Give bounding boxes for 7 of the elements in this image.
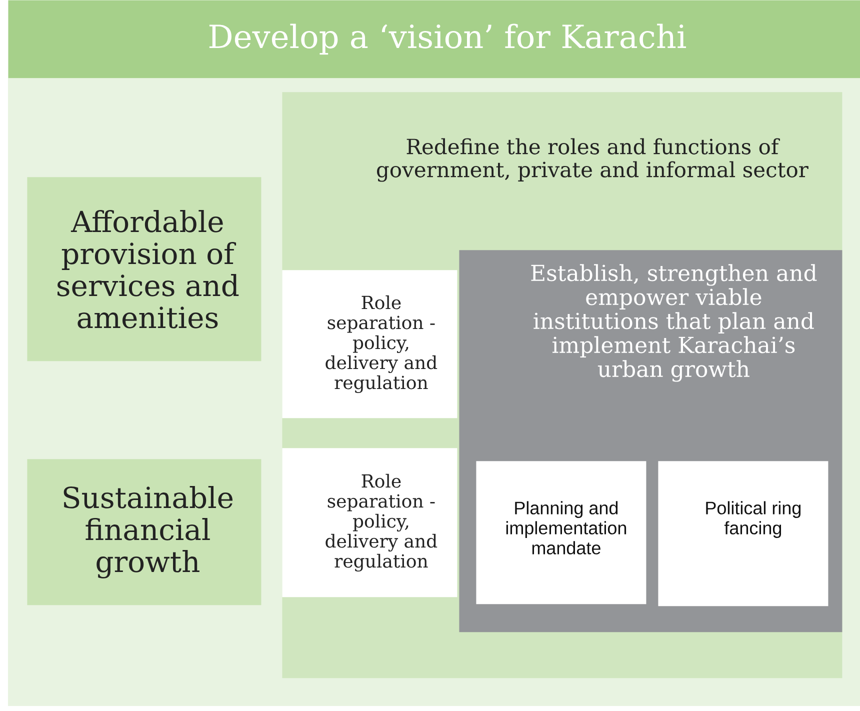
goal-box: Affordable provision of services and amenities [27,177,262,362]
role-box: Role separation - policy, delivery and regulation [282,448,458,598]
goal-box: Sustainable financial growth [27,459,262,606]
action-box: Political ring fancing [658,461,828,606]
role-box: Role separation - policy, delivery and regulation [282,270,458,418]
action-box: Planning and implementation mandate [476,461,646,604]
title-band: Develop a ‘vision’ for Karachi [8,0,860,78]
